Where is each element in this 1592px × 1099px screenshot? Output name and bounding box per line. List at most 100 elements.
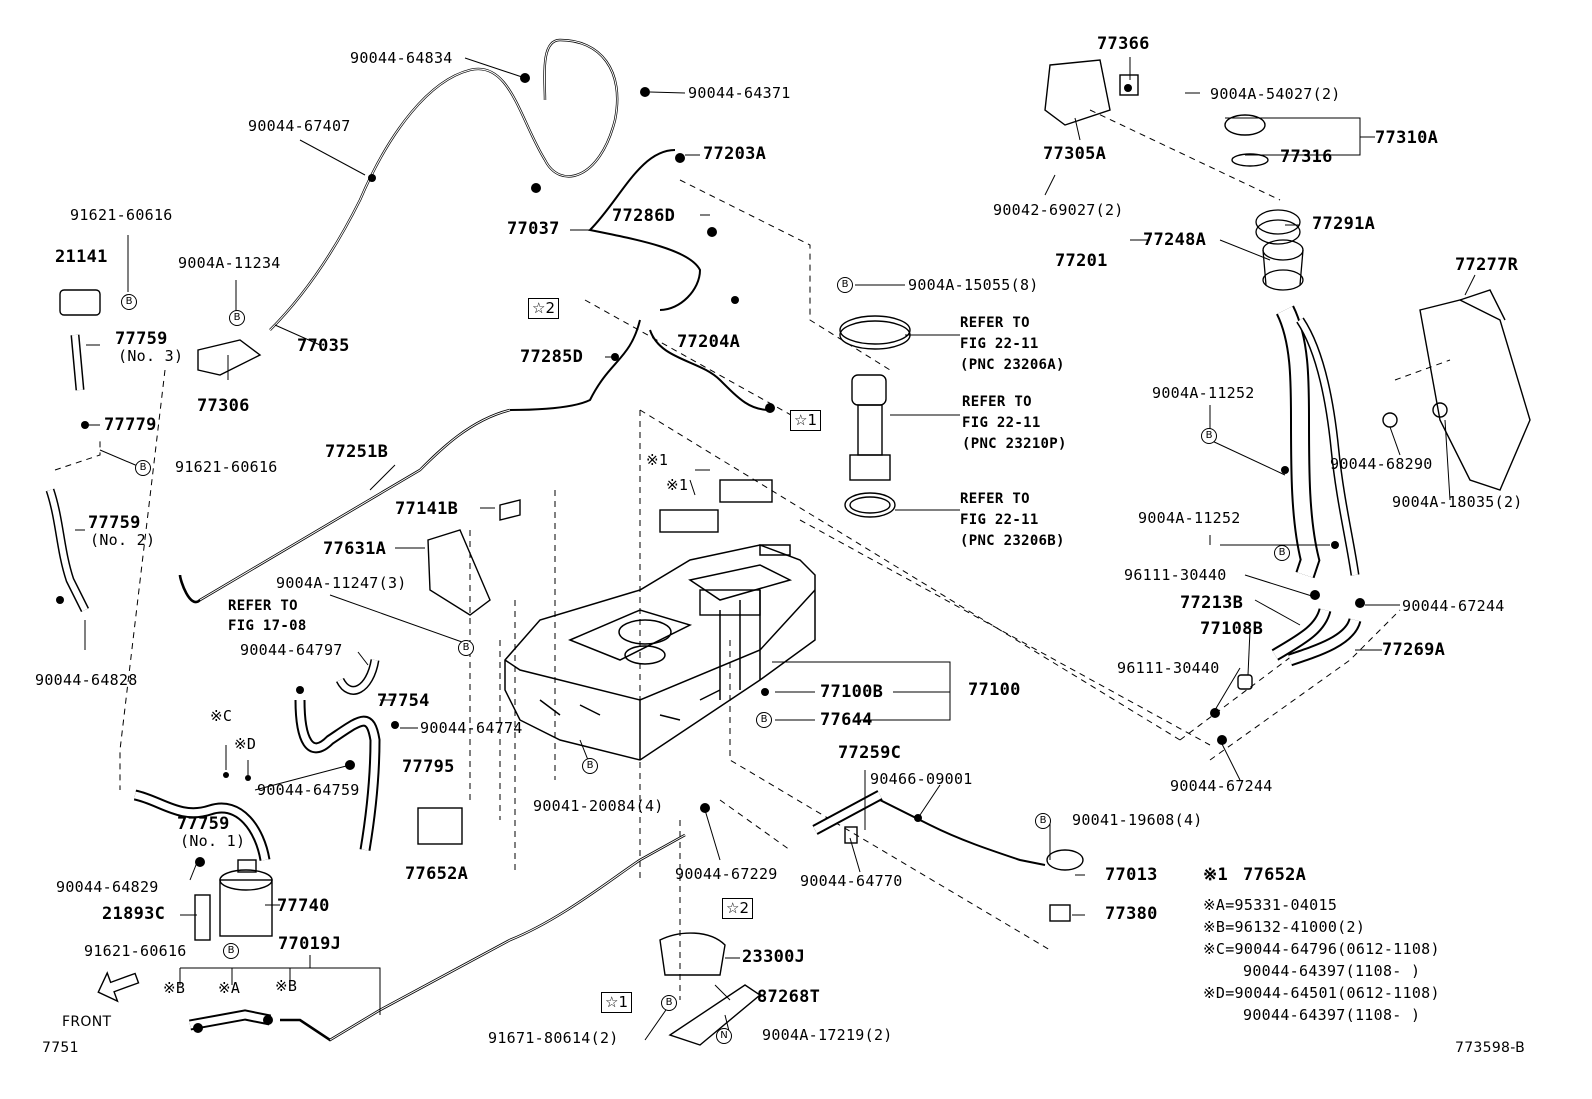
label-no3: (No. 3) bbox=[118, 347, 184, 365]
star2-box-lower: ☆2 bbox=[722, 898, 753, 919]
label-90044-67244-a: 90044-67244 bbox=[1402, 597, 1505, 615]
star2-box-upper: ☆2 bbox=[528, 298, 559, 319]
label-77108B: 77108B bbox=[1200, 619, 1264, 639]
callout-b-icon: B bbox=[135, 460, 151, 476]
clips bbox=[56, 73, 1365, 1033]
label-mark-a: ※A bbox=[218, 979, 241, 997]
callout-b-icon: B bbox=[756, 712, 772, 728]
label-pnc-23206A: (PNC 23206A) bbox=[960, 357, 1065, 373]
label-9004A-54027: 9004A-54027(2) bbox=[1210, 85, 1341, 103]
label-77631A: 77631A bbox=[323, 539, 387, 559]
label-77019J: 77019J bbox=[278, 934, 342, 954]
label-mark-b-right: ※B bbox=[275, 977, 298, 995]
label-no1: (No. 1) bbox=[180, 832, 246, 850]
label-9004A-11247: 9004A-11247(3) bbox=[276, 574, 407, 592]
callout-b-icon: B bbox=[582, 758, 598, 774]
label-mark-c: ※C bbox=[210, 707, 233, 725]
label-refer-to-b: REFER TO bbox=[962, 394, 1032, 410]
callout-b-icon: B bbox=[837, 277, 853, 293]
note-c: ※C=90044-64796(0612-1108) bbox=[1203, 940, 1440, 958]
callout-b-icon: B bbox=[1274, 545, 1290, 561]
callout-b-icon: B bbox=[458, 640, 474, 656]
label-mark-d: ※D bbox=[234, 735, 257, 753]
callout-b-icon: B bbox=[1201, 428, 1217, 444]
label-90044-64759: 90044-64759 bbox=[257, 781, 360, 799]
label-90044-64829: 90044-64829 bbox=[56, 878, 159, 896]
label-90042-69027: 90042-69027(2) bbox=[993, 201, 1124, 219]
label-mark-1-b: ※1 bbox=[666, 476, 689, 494]
label-refer-to-a: REFER TO bbox=[960, 315, 1030, 331]
label-77754: 77754 bbox=[377, 691, 430, 711]
label-77316: 77316 bbox=[1280, 147, 1333, 167]
label-77306: 77306 bbox=[197, 396, 250, 416]
label-77141B: 77141B bbox=[395, 499, 459, 519]
diagram-id: 773598-B bbox=[1455, 1040, 1526, 1056]
note-b: ※B=96132-41000(2) bbox=[1203, 918, 1366, 936]
label-96111-30440-b: 96111-30440 bbox=[1117, 659, 1220, 677]
fuel-tank bbox=[504, 544, 816, 761]
label-77213B: 77213B bbox=[1180, 593, 1244, 613]
label-fig-22-11-a: FIG 22-11 bbox=[960, 336, 1039, 352]
label-77285D: 77285D bbox=[520, 347, 584, 367]
label-9004A-11252-b: 9004A-11252 bbox=[1138, 509, 1241, 527]
fuel-lines bbox=[178, 38, 1046, 1042]
label-77759-no1: 77759 bbox=[177, 814, 230, 834]
label-87268T: 87268T bbox=[757, 987, 821, 1007]
label-90044-67244-b: 90044-67244 bbox=[1170, 777, 1273, 795]
label-90044-64371: 90044-64371 bbox=[688, 84, 791, 102]
label-77201: 77201 bbox=[1055, 251, 1108, 271]
label-77035: 77035 bbox=[297, 336, 350, 356]
label-no2: (No. 2) bbox=[90, 531, 156, 549]
label-91671-80614: 91671-80614(2) bbox=[488, 1029, 619, 1047]
label-77248A: 77248A bbox=[1143, 230, 1207, 250]
label-fig-22-11-c: FIG 22-11 bbox=[960, 512, 1039, 528]
label-refer-to-c: REFER TO bbox=[960, 491, 1030, 507]
label-77251B: 77251B bbox=[325, 442, 389, 462]
star1-box-upper: ☆1 bbox=[790, 410, 821, 431]
star1-box-lower: ☆1 bbox=[601, 992, 632, 1013]
label-90044-64828: 90044-64828 bbox=[35, 671, 138, 689]
label-fig-22-11-b: FIG 22-11 bbox=[962, 415, 1041, 431]
label-77277R: 77277R bbox=[1455, 255, 1519, 275]
filler-pipe bbox=[1255, 209, 1360, 579]
label-refer-to-17: REFER TO bbox=[228, 598, 298, 614]
label-77037: 77037 bbox=[507, 219, 560, 239]
label-90041-20084: 90041-20084(4) bbox=[533, 797, 664, 815]
label-90466-09001: 90466-09001 bbox=[870, 770, 973, 788]
label-77204A: 77204A bbox=[677, 332, 741, 352]
label-90044-64797: 90044-64797 bbox=[240, 641, 343, 659]
label-90044-67229: 90044-67229 bbox=[675, 865, 778, 883]
label-90044-64774: 90044-64774 bbox=[420, 719, 523, 737]
label-77795: 77795 bbox=[402, 757, 455, 777]
label-77380: 77380 bbox=[1105, 904, 1158, 924]
note-a: ※A=95331-04015 bbox=[1203, 896, 1338, 914]
label-9004A-11234: 9004A-11234 bbox=[178, 254, 281, 272]
label-90041-19608: 90041-19608(4) bbox=[1072, 811, 1203, 829]
callout-b-icon: B bbox=[121, 294, 137, 310]
label-77269A: 77269A bbox=[1382, 640, 1446, 660]
label-77259C: 77259C bbox=[838, 743, 902, 763]
label-90044-68290: 90044-68290 bbox=[1330, 455, 1433, 473]
label-77310A: 77310A bbox=[1375, 128, 1439, 148]
label-21141: 21141 bbox=[55, 247, 108, 267]
label-77644: 77644 bbox=[820, 710, 873, 730]
callout-b-icon: B bbox=[229, 310, 245, 326]
pump-assembly bbox=[839, 315, 911, 518]
note-d2: 90044-64397(1108- ) bbox=[1243, 1006, 1421, 1024]
misc-parts bbox=[59, 59, 1531, 1046]
label-77759-no3: 77759 bbox=[115, 329, 168, 349]
label-77100: 77100 bbox=[968, 680, 1021, 700]
leader-lines bbox=[75, 57, 1476, 1041]
label-77203A: 77203A bbox=[703, 144, 767, 164]
label-77291A: 77291A bbox=[1312, 214, 1376, 234]
label-91621-60616-b: 91621-60616 bbox=[175, 458, 278, 476]
label-21893C: 21893C bbox=[102, 904, 166, 924]
label-90044-64770: 90044-64770 bbox=[800, 872, 903, 890]
label-fig-17-08: FIG 17-08 bbox=[228, 618, 307, 634]
callout-b-icon: B bbox=[223, 943, 239, 959]
label-77305A: 77305A bbox=[1043, 144, 1107, 164]
label-pnc-23210P: (PNC 23210P) bbox=[962, 436, 1067, 452]
callout-b-icon: B bbox=[661, 995, 677, 1011]
label-96111-30440-a: 96111-30440 bbox=[1124, 566, 1227, 584]
